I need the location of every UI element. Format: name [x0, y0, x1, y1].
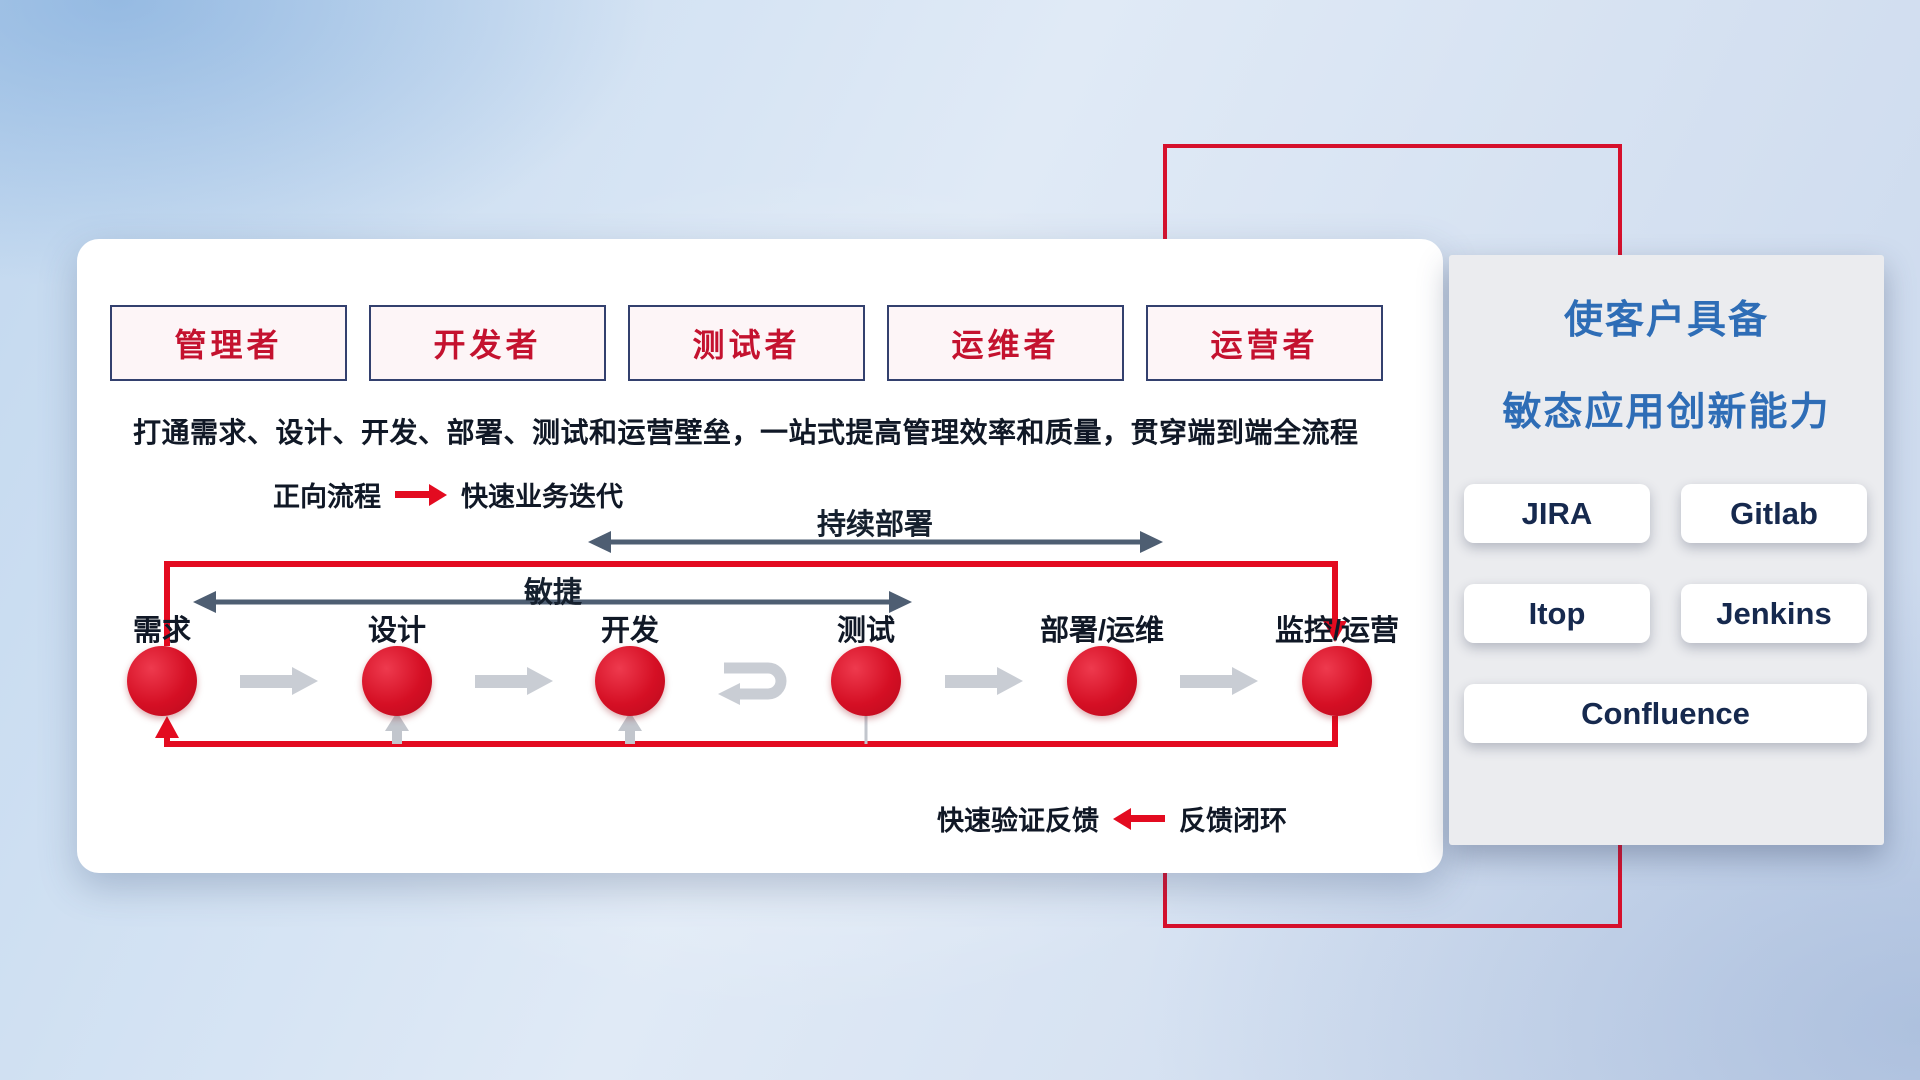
flow-arrow-icon	[945, 667, 1023, 695]
step-label: 设计	[367, 615, 426, 647]
devops-flow-card: 管理者 开发者 测试者 运维者 运营者 打通需求、设计、开发、部署、测试和运营壁…	[77, 239, 1443, 873]
legend-feedback-label: 快速验证反馈	[937, 806, 1099, 836]
legend-forward-flow: 正向流程 快速业务迭代	[273, 475, 623, 514]
flow-arrow-icon	[1180, 667, 1258, 695]
loop-up-arrow-design	[385, 712, 409, 744]
capability-panel: 使客户具备 敏态应用创新能力 JIRA Gitlab Itop Jenkins …	[1449, 255, 1884, 845]
card-description: 打通需求、设计、开发、部署、测试和运营壁垒，一站式提高管理效率和质量，贯穿端到端…	[133, 417, 1359, 448]
step-label: 需求	[132, 615, 191, 647]
step-label: 监控/运营	[1274, 615, 1400, 647]
legend-feedback-loop: 快速验证反馈 反馈闭环	[937, 799, 1287, 838]
tools-grid: JIRA Gitlab Itop Jenkins Confluence	[1464, 484, 1867, 743]
cd-span-label: 持续部署	[816, 509, 934, 541]
flow-step-test: 测试	[776, 607, 956, 716]
step-circle	[127, 646, 197, 716]
step-circle	[595, 646, 665, 716]
role-box-developer: 开发者	[369, 305, 606, 381]
role-box-manager: 管理者	[110, 305, 347, 381]
step-label: 开发	[600, 615, 659, 647]
panel-title-line1: 使客户具备	[1563, 299, 1769, 342]
agile-span-label: 敏捷	[523, 577, 583, 609]
step-circle	[1067, 646, 1137, 716]
legend-forward-label: 正向流程	[273, 482, 381, 512]
flow-step-deploy-ops: 部署/运维	[1012, 607, 1192, 716]
flow-step-develop: 开发	[540, 607, 720, 716]
step-label: 部署/运维	[1039, 615, 1165, 647]
panel-title: 使客户具备 敏态应用创新能力	[1449, 301, 1884, 432]
role-boxes-row: 管理者 开发者 测试者 运维者 运营者	[110, 305, 1383, 381]
feedback-arrow-icon	[1113, 807, 1165, 830]
forward-flow-arrow-icon	[395, 483, 447, 506]
tool-chip-itop: Itop	[1464, 584, 1650, 643]
panel-title-line2: 敏态应用创新能力	[1502, 391, 1831, 434]
legend-forward-value: 快速业务迭代	[461, 482, 623, 512]
tool-chip-jira: JIRA	[1464, 484, 1650, 543]
flow-step-design: 设计	[307, 607, 487, 716]
feedback-loop-bottom-path	[155, 716, 1338, 747]
tool-chip-jenkins: Jenkins	[1681, 584, 1867, 643]
flow-arrow-icon	[240, 667, 318, 695]
step-circle	[1302, 646, 1372, 716]
legend-feedback-value: 反馈闭环	[1179, 806, 1287, 836]
step-label: 测试	[836, 615, 895, 647]
flow-step-requirements: 需求	[72, 607, 252, 716]
role-box-ops: 运维者	[887, 305, 1124, 381]
role-box-operator: 运营者	[1146, 305, 1383, 381]
iteration-loop-icon	[718, 662, 787, 705]
role-box-tester: 测试者	[628, 305, 865, 381]
tool-chip-gitlab: Gitlab	[1681, 484, 1867, 543]
flow-arrow-icon	[475, 667, 553, 695]
step-circle	[831, 646, 901, 716]
flow-step-monitor-operate: 监控/运营	[1247, 607, 1427, 716]
step-circle	[362, 646, 432, 716]
loop-up-arrow-develop	[618, 712, 642, 744]
tool-chip-confluence: Confluence	[1464, 684, 1867, 743]
